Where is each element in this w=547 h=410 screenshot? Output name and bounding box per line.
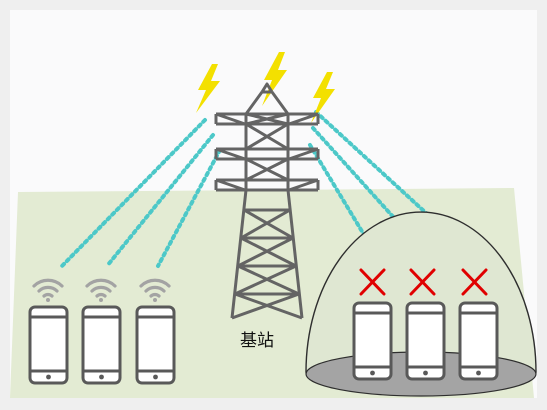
smartphone-icon bbox=[81, 305, 122, 385]
signal-beams bbox=[60, 110, 464, 268]
red-x-icon bbox=[359, 268, 386, 296]
base-station-label: 基站 bbox=[240, 331, 274, 351]
lightning-bolt-icon bbox=[196, 64, 220, 113]
red-x-icon bbox=[461, 268, 488, 296]
lightning-bolt-icon bbox=[311, 72, 335, 123]
wifi-icons bbox=[32, 278, 171, 302]
red-x-icon bbox=[409, 268, 436, 296]
smartphone-icon bbox=[135, 305, 176, 385]
connected-phones bbox=[28, 305, 176, 385]
shielded-phones bbox=[352, 301, 499, 381]
smartphone-icon bbox=[458, 301, 499, 381]
beam-to-phone-3 bbox=[156, 148, 222, 268]
smartphone-icon bbox=[352, 301, 393, 381]
wifi-signal-icon bbox=[85, 278, 117, 302]
wifi-signal-icon bbox=[139, 278, 171, 302]
smartphone-icon bbox=[405, 301, 446, 381]
blocked-marks bbox=[359, 268, 488, 296]
transmission-tower-icon bbox=[214, 82, 320, 320]
smartphone-icon bbox=[28, 305, 69, 385]
beam-to-dome-1 bbox=[308, 143, 374, 250]
beam-to-phone-1 bbox=[60, 118, 207, 268]
wifi-signal-icon bbox=[32, 278, 64, 302]
beam-to-phone-2 bbox=[105, 133, 215, 268]
